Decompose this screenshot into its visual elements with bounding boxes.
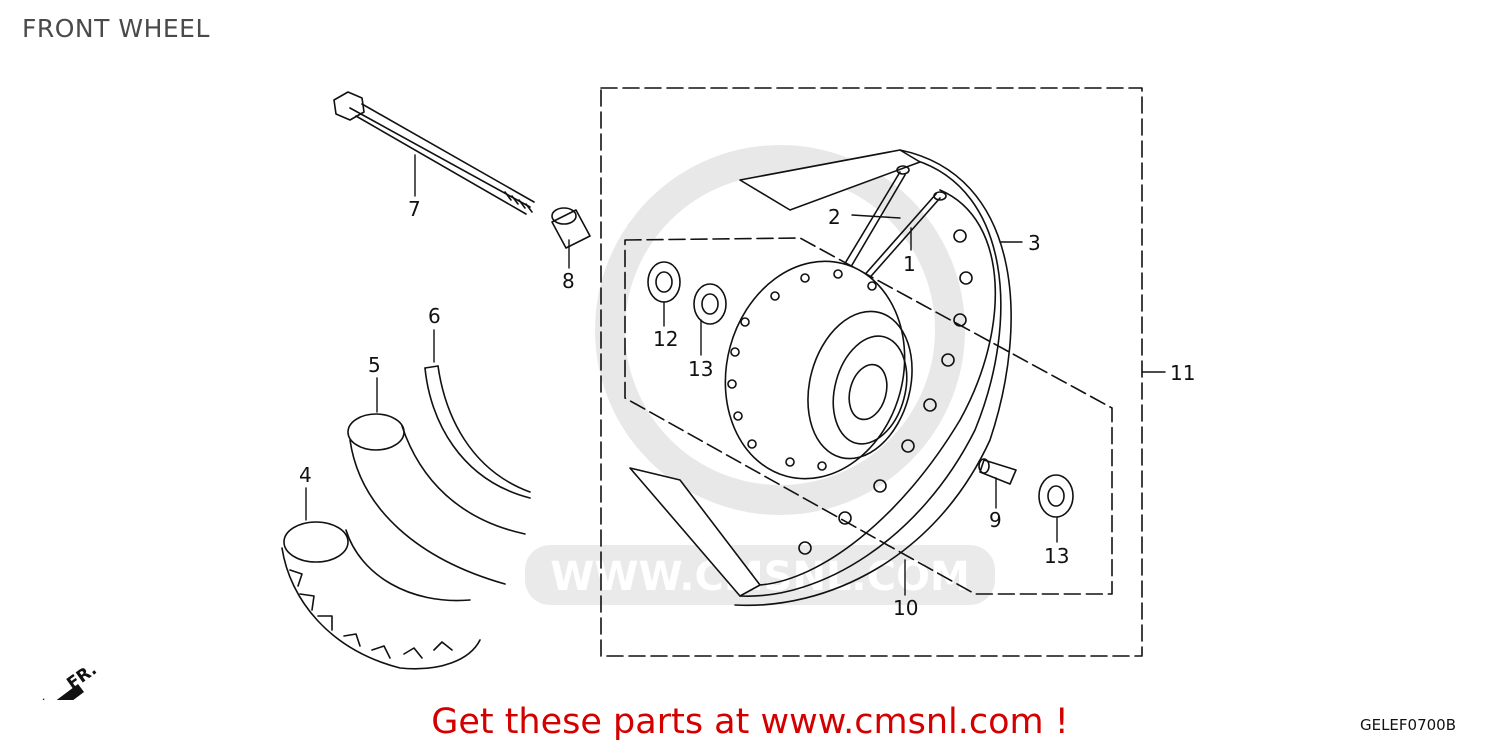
- inner-tube: [347, 413, 526, 585]
- callout-labels: 1 2 3 4 5 6 7 8 9 10 11 12 13 13: [299, 197, 1195, 620]
- callout-6: 6: [428, 304, 441, 328]
- page-title: FRONT WHEEL: [22, 14, 210, 43]
- axle-collar: [551, 207, 591, 249]
- bearing-13-right: [1038, 474, 1074, 518]
- axle-bolt: [333, 91, 535, 215]
- watermark: WWW.CMSNL.COM: [525, 145, 995, 605]
- wheel-rim: [629, 149, 1012, 607]
- promo-link[interactable]: Get these parts at www.cmsnl.com !: [431, 702, 1069, 742]
- bearing-13-left: [693, 283, 727, 325]
- bearing-12: [647, 261, 681, 303]
- callout-13-left: 13: [688, 357, 713, 381]
- hub-assembly-box: [624, 237, 1113, 595]
- wheel-hub: [724, 260, 913, 480]
- callout-13-right: 13: [1044, 544, 1069, 568]
- parts-diagram: WWW.CMSNL.COM: [42, 87, 1195, 700]
- callout-10: 10: [893, 596, 918, 620]
- callout-8: 8: [562, 269, 575, 293]
- front-direction-label: FR.: [63, 660, 100, 694]
- callout-4: 4: [299, 463, 312, 487]
- front-arrow-icon: FR.: [42, 660, 101, 700]
- callout-2: 2: [828, 205, 841, 229]
- callout-1: 1: [903, 252, 916, 276]
- callout-12: 12: [653, 327, 678, 351]
- callout-7: 7: [408, 197, 421, 221]
- distance-collar: [978, 458, 1017, 485]
- callout-11: 11: [1170, 361, 1195, 385]
- callout-5: 5: [368, 353, 381, 377]
- diagram-code: GELEF0700B: [1359, 716, 1456, 734]
- leader-lines: [305, 154, 1166, 596]
- callout-9: 9: [989, 508, 1002, 532]
- callout-3: 3: [1028, 231, 1041, 255]
- tire: [281, 521, 481, 670]
- watermark-text: WWW.CMSNL.COM: [550, 554, 970, 600]
- rim-band: [424, 365, 531, 499]
